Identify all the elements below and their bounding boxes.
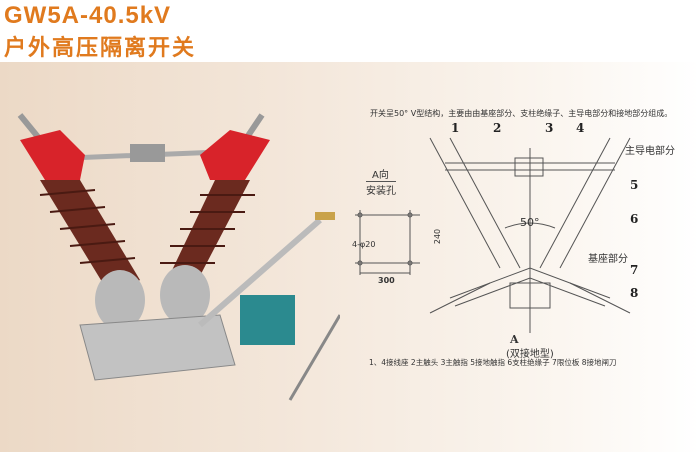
label-angle: 50° [520,216,540,229]
label-base: 基座部分 [588,254,628,265]
view-a-marker: A [510,333,519,346]
callout-4: 4 [576,121,585,135]
callout-3: 3 [545,121,554,135]
parts-legend: 1、4接线座 2主触头 3主触指 5接地触指 6支柱绝缘子 7限位板 8接地闸刀 [369,358,617,367]
callout-5: 5 [630,178,639,192]
diagram-type: (双接地型) [506,349,554,360]
callout-1: 1 [451,121,460,135]
base-left [95,270,145,330]
structure-description: 开关呈50° V型结构，主要由由基座部分、支柱绝缘子、主导电部分和接地部分组成。 [370,109,673,118]
base-right [160,265,210,325]
technical-drawing [429,137,631,333]
insulator-left [39,180,140,295]
grounding-rod [288,314,340,401]
product-name: 户外高压隔离开关 [4,36,197,61]
mounting-hole-drawing [355,210,420,275]
product-model: GW5A-40.5kV [4,2,172,29]
label-hole-spec: 4-φ20 [352,240,376,249]
product-photo [17,113,340,401]
label-dim-height: 240 [433,228,443,245]
operating-rod [198,217,322,328]
label-main-conductive: 主导电部分 [625,146,675,157]
contact-block [130,144,165,162]
handle [315,212,335,220]
red-cap-right [200,130,270,180]
red-cap-left [20,130,85,180]
label-mount-holes: 安装孔 [366,181,396,197]
label-dim-width: 300 [378,276,395,285]
callout-7: 7 [630,263,639,277]
callout-2: 2 [493,121,502,135]
base-frame [79,314,236,381]
callout-8: 8 [630,286,639,300]
operating-box [240,295,295,345]
label-view: A向 [372,170,389,181]
callout-6: 6 [630,212,639,226]
